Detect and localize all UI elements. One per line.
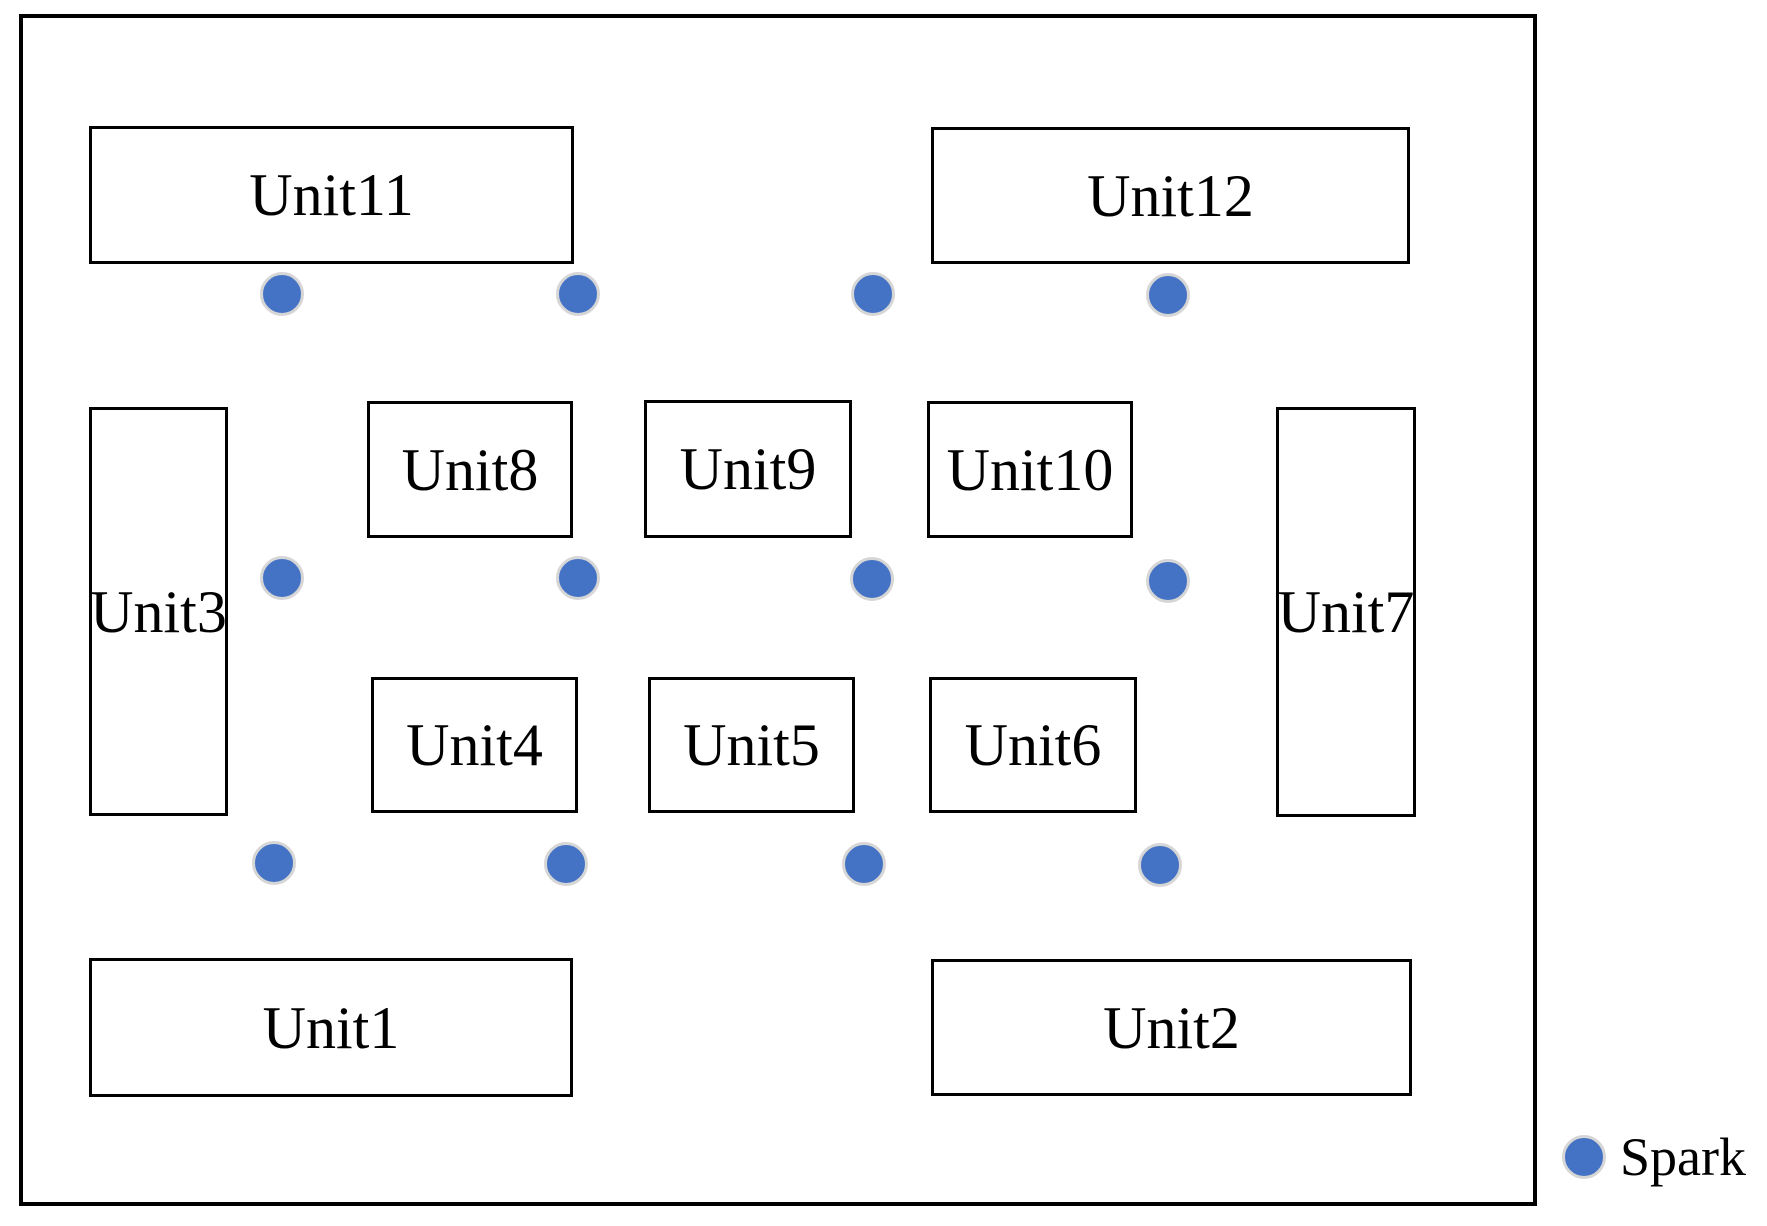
legend-label: Spark xyxy=(1620,1127,1746,1187)
unit-box-unit8: Unit8 xyxy=(367,401,573,538)
unit-box-unit10: Unit10 xyxy=(927,401,1133,538)
spark-dot-icon xyxy=(1138,843,1182,887)
spark-dot-icon xyxy=(850,557,894,601)
unit-label-unit9: Unit9 xyxy=(679,436,817,502)
spark-dot-icon xyxy=(556,556,600,600)
unit-box-unit3: Unit3 xyxy=(89,407,228,816)
unit-box-unit6: Unit6 xyxy=(929,677,1137,813)
unit-box-unit5: Unit5 xyxy=(648,677,855,813)
unit-box-unit4: Unit4 xyxy=(371,677,578,813)
spark-dot-icon xyxy=(1146,273,1190,317)
unit-label-unit5: Unit5 xyxy=(683,712,820,778)
unit-box-unit9: Unit9 xyxy=(644,400,852,538)
unit-box-unit2: Unit2 xyxy=(931,959,1412,1096)
unit-box-unit12: Unit12 xyxy=(931,127,1410,264)
spark-legend-icon xyxy=(1562,1135,1606,1179)
plant-boundary-outline xyxy=(19,14,1537,1206)
spark-dot-icon xyxy=(260,556,304,600)
unit-box-unit1: Unit1 xyxy=(89,958,573,1097)
unit-label-unit12: Unit12 xyxy=(1087,162,1254,229)
unit-label-unit1: Unit1 xyxy=(262,994,400,1061)
unit-label-unit8: Unit8 xyxy=(401,436,539,503)
spark-dot-icon xyxy=(556,272,600,316)
unit-label-unit7: Unit7 xyxy=(1277,579,1415,645)
spark-dot-icon xyxy=(851,272,895,316)
spark-dot-icon xyxy=(252,841,296,885)
unit-label-unit2: Unit2 xyxy=(1103,994,1240,1061)
unit-label-unit11: Unit11 xyxy=(249,162,414,228)
spark-dot-icon xyxy=(544,842,588,886)
spark-dot-icon xyxy=(842,842,886,886)
unit-label-unit3: Unit3 xyxy=(90,578,227,645)
unit-box-unit11: Unit11 xyxy=(89,126,574,264)
unit-label-unit6: Unit6 xyxy=(964,712,1102,778)
spark-dot-icon xyxy=(1146,559,1190,603)
legend: Spark xyxy=(1562,1130,1746,1184)
unit-label-unit4: Unit4 xyxy=(406,712,543,778)
unit-label-unit10: Unit10 xyxy=(946,436,1114,503)
spark-dot-icon xyxy=(260,272,304,316)
unit-box-unit7: Unit7 xyxy=(1276,407,1416,817)
